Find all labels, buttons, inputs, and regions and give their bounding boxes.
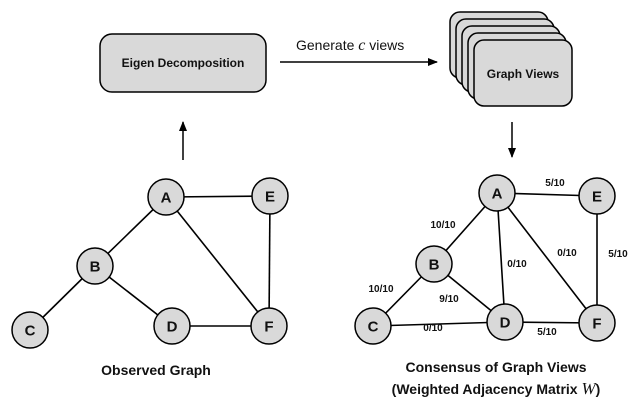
observed-node-label: F <box>264 319 273 336</box>
consensus-caption-suffix: ) <box>596 381 601 397</box>
consensus-node-label: C <box>368 319 379 336</box>
consensus-node-f: F <box>578 304 616 342</box>
consensus-node-circle <box>354 307 392 345</box>
edge-weight-d-f: 5/10 <box>537 327 557 338</box>
consensus-node-circle <box>578 177 616 215</box>
consensus-graph-nodes: A B C D E F <box>354 174 616 345</box>
observed-node-circle <box>147 178 185 216</box>
consensus-graph-weights: 5/10 10/10 0/10 0/10 5/10 10/10 9/10 0/10 5/10 <box>368 178 628 338</box>
consensus-edge-a-f <box>496 192 598 324</box>
consensus-edge-c-d <box>372 321 506 327</box>
edge-weight-a-d: 0/10 <box>507 259 527 270</box>
consensus-caption-line2: (Weighted Adjacency Matrix W) <box>392 379 601 398</box>
observed-edge-a-f <box>165 196 270 327</box>
consensus-node-b: B <box>415 245 453 283</box>
observed-graph-edges <box>29 195 271 331</box>
generate-views-arrow: Generate c views <box>280 37 438 66</box>
observed-node-label: E <box>265 189 275 206</box>
consensus-node-c: C <box>354 307 392 345</box>
generate-prefix: Generate <box>296 37 355 53</box>
observed-node-a: A <box>147 178 185 216</box>
observed-node-b: B <box>76 247 114 285</box>
edge-weight-b-d: 9/10 <box>439 294 459 305</box>
eigen-decomposition-box: Eigen Decomposition <box>99 33 267 93</box>
observed-node-label: D <box>167 319 178 336</box>
consensus-node-circle <box>578 304 616 342</box>
observed-node-c: C <box>11 311 49 349</box>
edge-weight-e-f: 5/10 <box>608 249 628 260</box>
consensus-caption-var: W <box>581 379 597 398</box>
observed-node-e: E <box>251 177 289 215</box>
consensus-graph-edges <box>372 192 598 327</box>
graph-views-stack: Graph Views <box>449 11 573 107</box>
consensus-node-label: D <box>500 315 511 332</box>
edge-weight-a-b: 10/10 <box>430 220 455 231</box>
consensus-node-circle <box>415 245 453 283</box>
consensus-node-label: F <box>592 316 601 333</box>
consensus-caption-line1: Consensus of Graph Views <box>405 359 586 375</box>
consensus-node-a: A <box>478 174 516 212</box>
edge-weight-b-c: 10/10 <box>368 284 393 295</box>
edge-weight-c-d: 0/10 <box>423 323 443 334</box>
observed-node-circle <box>153 307 191 345</box>
observed-graph-nodes: A B C D E F <box>11 177 289 349</box>
consensus-node-label: B <box>429 257 440 274</box>
observed-node-circle <box>76 247 114 285</box>
consensus-caption-prefix: (Weighted Adjacency Matrix <box>392 381 578 397</box>
consensus-node-e: E <box>578 177 616 215</box>
eigen-decomposition-label: Eigen Decomposition <box>122 56 245 70</box>
observed-node-circle <box>11 311 49 349</box>
observed-node-f: F <box>250 307 288 345</box>
observed-node-label: A <box>161 190 172 207</box>
graph-view-card <box>473 39 573 107</box>
generate-views-label: Generate c views <box>296 37 404 54</box>
edge-weight-a-e: 5/10 <box>545 178 565 189</box>
observed-node-label: B <box>90 259 101 276</box>
consensus-node-circle <box>486 303 524 341</box>
generate-var: c <box>358 37 365 54</box>
consensus-node-d: D <box>486 303 524 341</box>
observed-node-circle <box>251 177 289 215</box>
consensus-node-circle <box>478 174 516 212</box>
observed-node-circle <box>250 307 288 345</box>
observed-edge-e-f <box>268 195 271 327</box>
observed-node-label: C <box>25 323 36 340</box>
observed-graph-caption: Observed Graph <box>101 362 211 378</box>
consensus-node-label: A <box>492 186 503 203</box>
graph-views-label: Graph Views <box>487 67 560 81</box>
consensus-node-label: E <box>592 189 602 206</box>
observed-node-d: D <box>153 307 191 345</box>
consensus-edge-a-d <box>496 192 506 323</box>
edge-weight-a-f: 0/10 <box>557 248 577 259</box>
generate-suffix: views <box>369 37 404 53</box>
